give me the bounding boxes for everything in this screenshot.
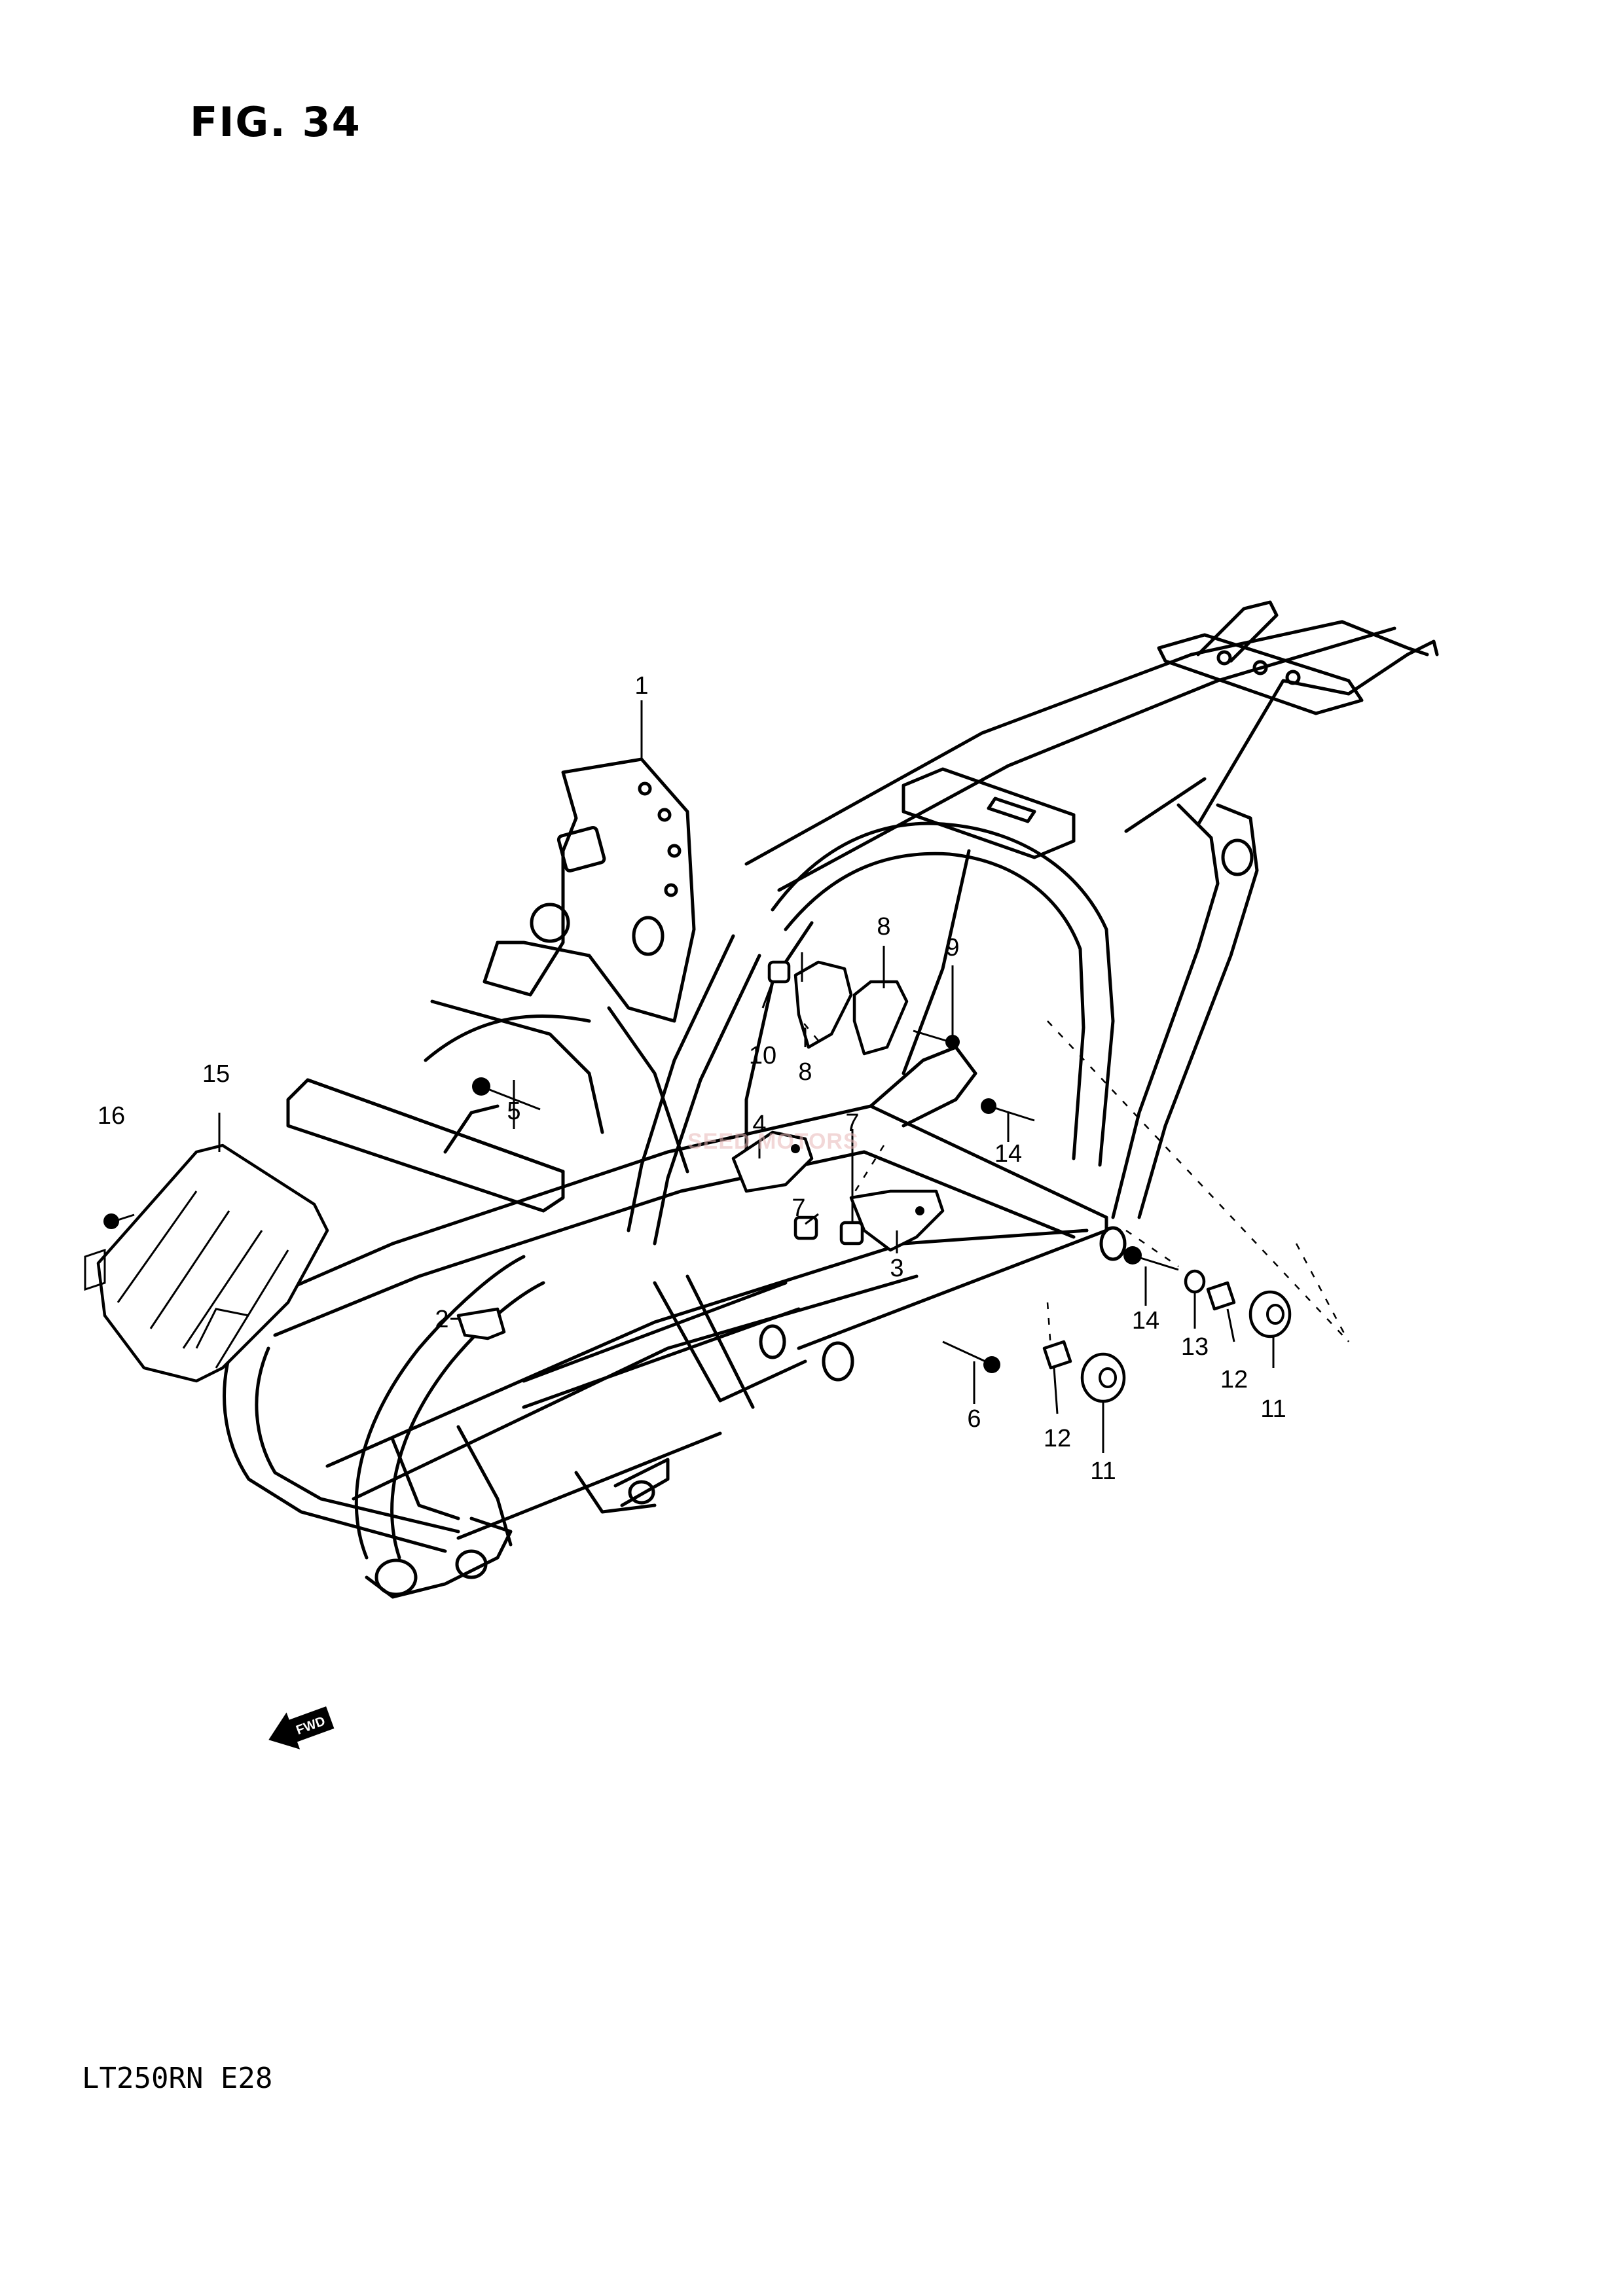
part-12-collars xyxy=(1042,1281,1236,1370)
part-15-skid-guard xyxy=(84,1143,329,1383)
assembly-lines xyxy=(801,1020,1350,1349)
callout-leaders xyxy=(218,700,1275,1453)
part-8-plates xyxy=(793,960,909,1056)
part-9-bolt xyxy=(913,1030,960,1049)
part-3-bracket xyxy=(849,1189,945,1252)
callout-14a: 14 xyxy=(994,1140,1022,1168)
part-11-bushings xyxy=(1080,1290,1292,1403)
callout-9: 9 xyxy=(945,934,959,961)
callout-5: 5 xyxy=(507,1098,520,1125)
callout-6: 6 xyxy=(967,1405,981,1433)
callout-4: 4 xyxy=(752,1111,766,1138)
model-code: LT250RN E28 xyxy=(82,2062,273,2095)
callout-8b: 8 xyxy=(798,1058,812,1086)
callout-12b: 12 xyxy=(1044,1425,1071,1452)
part-6-bolt xyxy=(942,1340,1000,1373)
part-5-bolt xyxy=(472,1077,541,1111)
part-13-washer xyxy=(1184,1269,1206,1294)
callout-12a: 12 xyxy=(1220,1366,1248,1393)
callout-11a: 11 xyxy=(1260,1395,1286,1423)
callout-7b: 7 xyxy=(792,1194,805,1222)
part-4-bracket xyxy=(731,1130,814,1193)
part-10-nut xyxy=(767,960,791,984)
callout-7a: 7 xyxy=(845,1109,859,1137)
callout-3: 3 xyxy=(890,1255,903,1282)
callout-10: 10 xyxy=(749,1042,776,1069)
part-16-bolt xyxy=(103,1213,135,1229)
watermark-logo: SEED MOTORS xyxy=(687,1129,859,1154)
callout-14b: 14 xyxy=(1132,1307,1159,1335)
part-2-grommet xyxy=(456,1307,506,1340)
callout-16: 16 xyxy=(98,1102,125,1130)
main-frame xyxy=(223,600,1439,1599)
part-7-nuts xyxy=(793,1215,864,1246)
callout-11b: 11 xyxy=(1090,1458,1116,1485)
part-14-bolts xyxy=(981,1098,1179,1271)
fwd-arrow-icon: FWD xyxy=(268,1706,335,1749)
callout-13: 13 xyxy=(1181,1333,1209,1361)
callout-8a: 8 xyxy=(877,913,890,941)
callout-1: 1 xyxy=(634,672,648,700)
callout-2: 2 xyxy=(435,1306,448,1333)
figure-title: FIG. 34 xyxy=(190,98,361,146)
callout-15: 15 xyxy=(202,1060,230,1088)
